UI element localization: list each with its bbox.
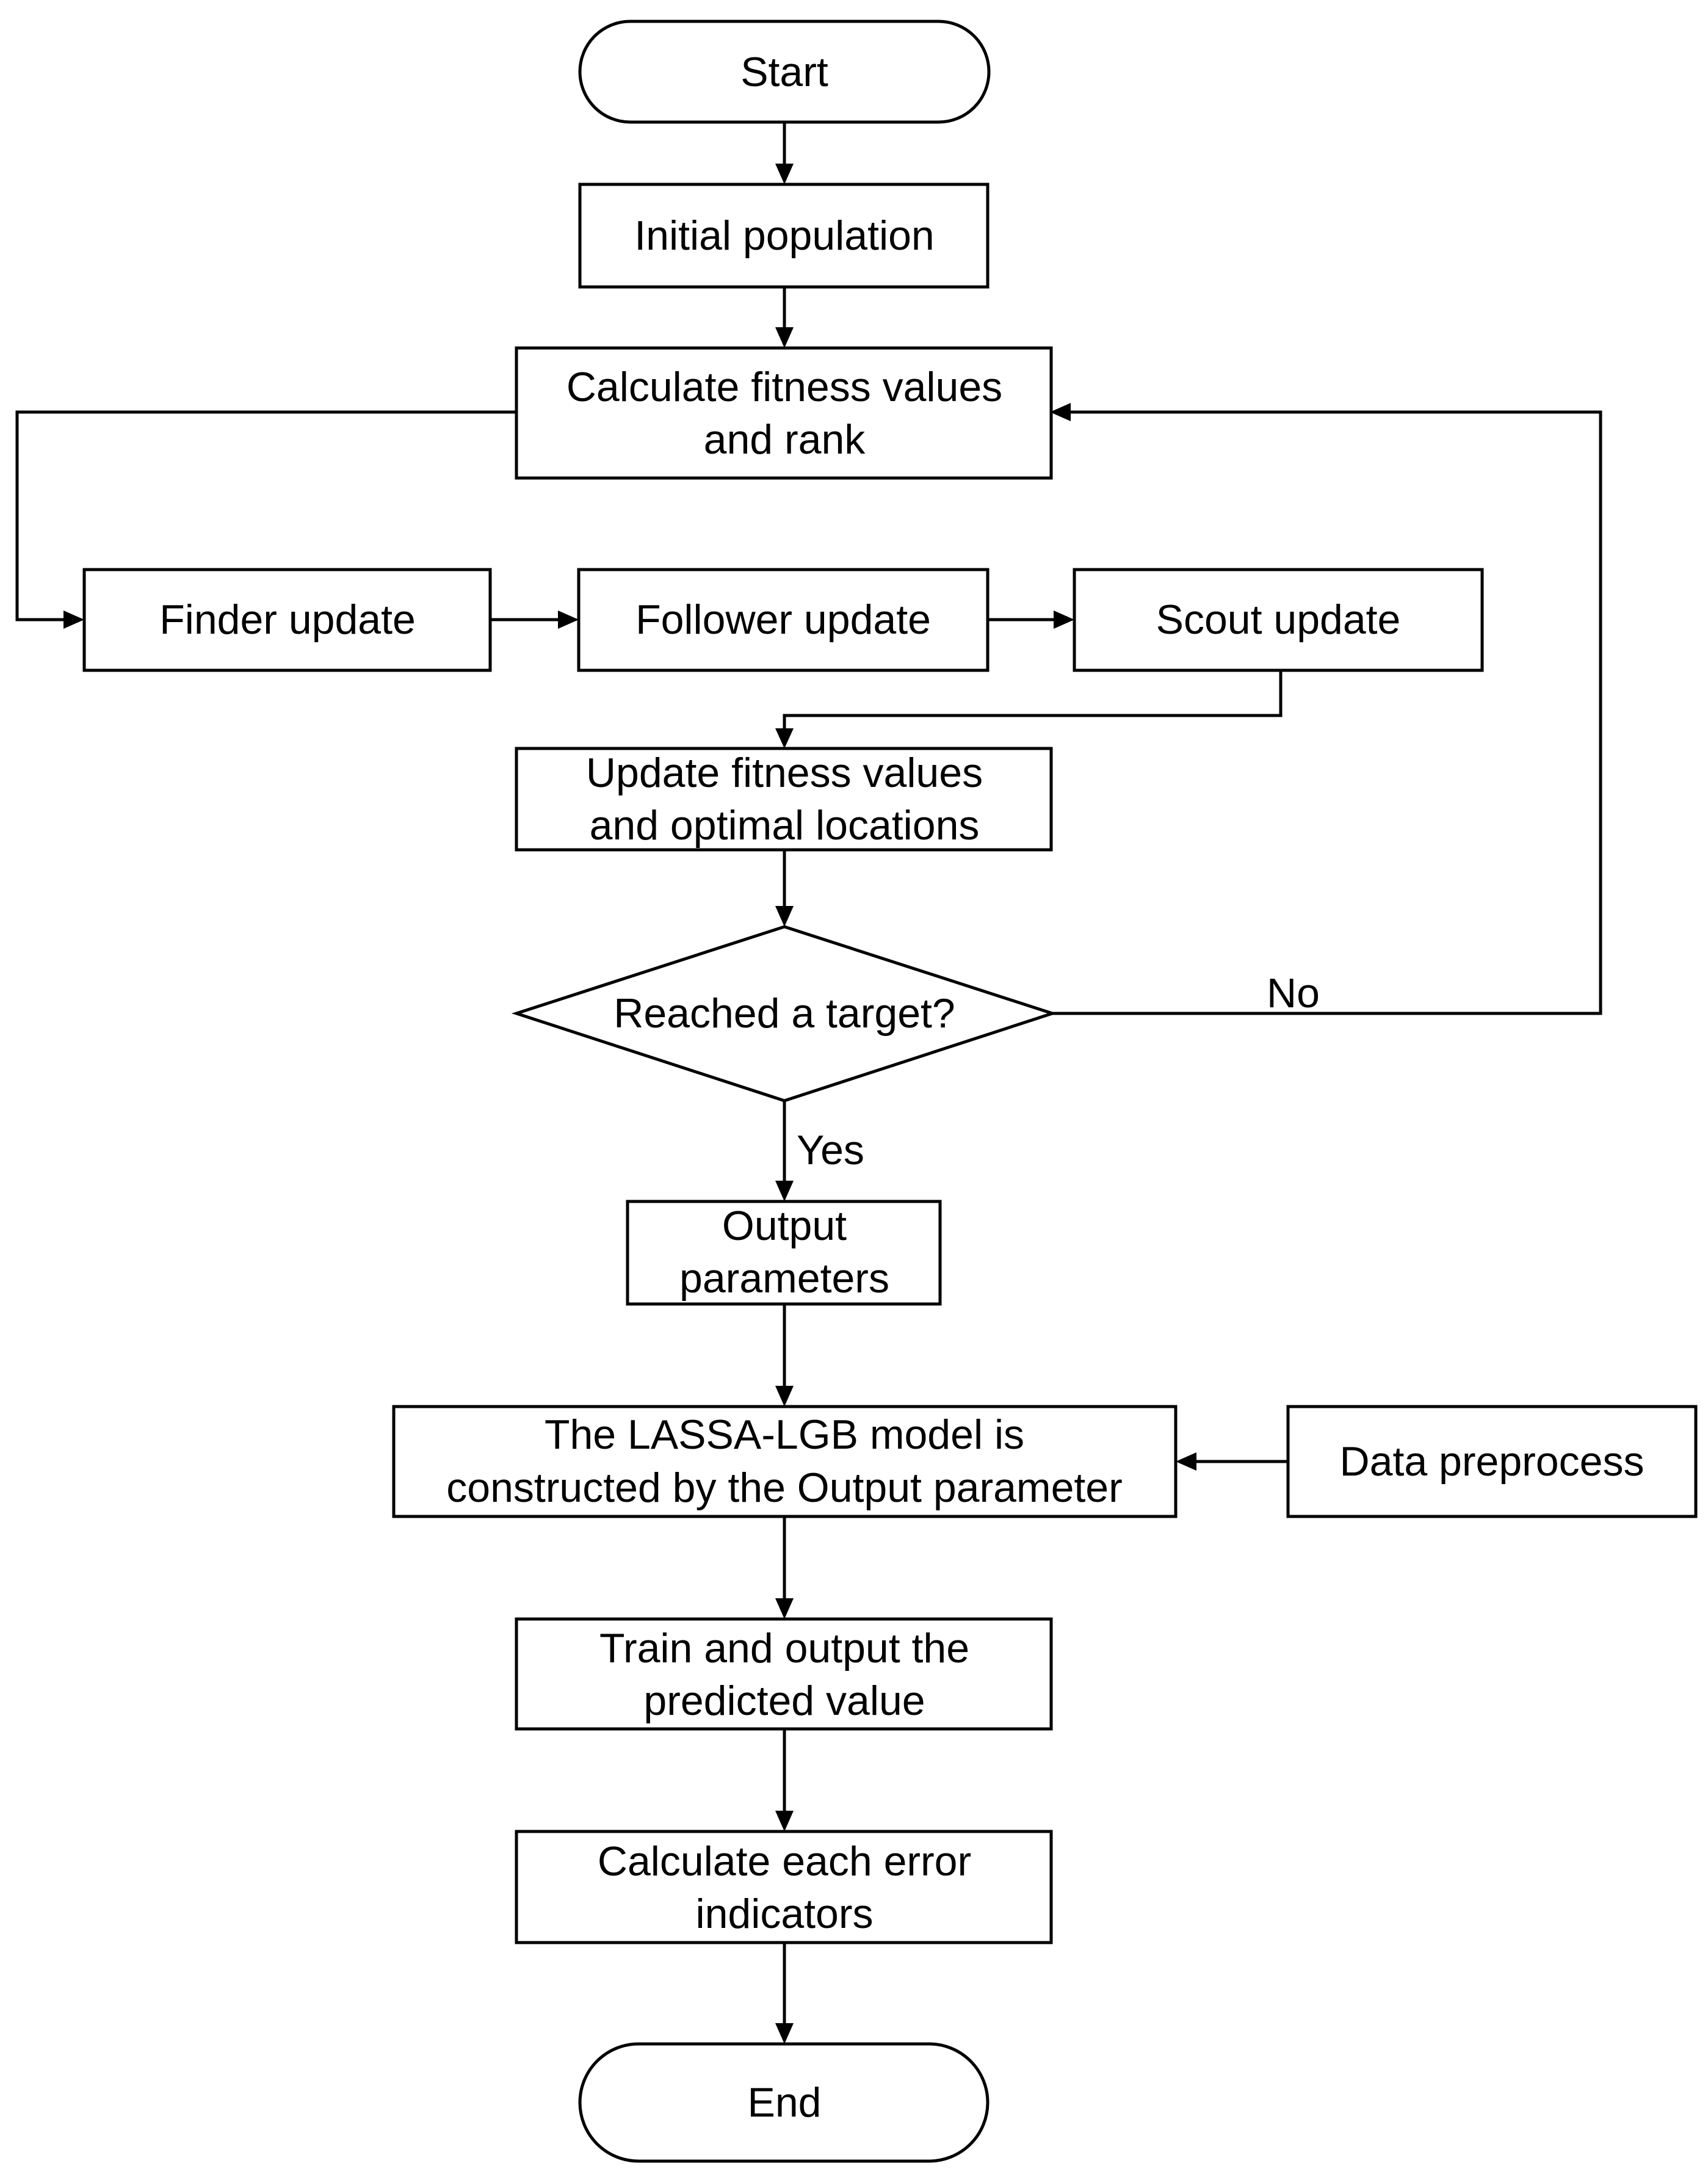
- edge-label-no: No: [1267, 970, 1320, 1016]
- node-calc-errors-line-1: Calculate each error: [598, 1838, 971, 1885]
- node-calc-errors-line-2: indicators: [695, 1891, 873, 1937]
- edge-finder-to-follower: [490, 610, 579, 629]
- node-update-fitness: Update fitness values and optimal locati…: [515, 747, 1053, 852]
- node-train-output: Train and output the predicted value: [515, 1617, 1053, 1731]
- edge-output-parameters-to-lassa-lgb: [775, 1304, 794, 1407]
- edge-decision-yes-to-output-parameters: [775, 1101, 794, 1201]
- node-end: End: [578, 2042, 990, 2163]
- node-calc-fitness-line-1: Calculate fitness values: [566, 364, 1002, 410]
- node-finder-update: Finder update: [82, 568, 492, 672]
- node-scout-update: Scout update: [1073, 568, 1484, 672]
- edge-initial-population-to-calc-fitness: [775, 287, 794, 348]
- node-calc-fitness-line-2: and rank: [704, 416, 866, 463]
- node-initial-population: Initial population: [578, 183, 990, 289]
- node-start: Start: [578, 20, 991, 124]
- node-finder-update-label: Finder update: [159, 596, 416, 643]
- edge-update-fitness-to-decision: [775, 850, 794, 927]
- node-update-fitness-line-2: and optimal locations: [590, 802, 980, 849]
- node-data-preprocess-label: Data preprocess: [1340, 1438, 1645, 1485]
- node-train-output-line-2: predicted value: [643, 1678, 925, 1724]
- node-update-fitness-line-1: Update fitness values: [586, 750, 983, 796]
- node-end-label: End: [748, 2079, 822, 2126]
- edge-scout-to-update-fitness: [775, 670, 1283, 748]
- edge-start-to-initial-population: [775, 122, 794, 184]
- node-lassa-lgb-model: The LASSA-LGB model is constructed by th…: [392, 1405, 1178, 1518]
- edge-label-yes: Yes: [797, 1127, 864, 1173]
- node-reached-target: Reached a target?: [511, 925, 1058, 1103]
- node-train-output-line-1: Train and output the: [599, 1625, 969, 1672]
- node-scout-update-label: Scout update: [1156, 596, 1401, 643]
- edge-data-preprocess-to-lassa-lgb: [1176, 1452, 1288, 1471]
- node-calc-errors: Calculate each error indicators: [515, 1830, 1053, 1944]
- node-data-preprocess: Data preprocess: [1286, 1405, 1698, 1518]
- node-follower-update-label: Follower update: [635, 596, 931, 643]
- edge-train-to-calc-errors: [775, 1729, 794, 1831]
- edge-lassa-lgb-to-train: [775, 1516, 794, 1619]
- node-reached-target-label: Reached a target?: [613, 990, 955, 1037]
- node-initial-population-label: Initial population: [634, 212, 934, 259]
- node-lassa-lgb-model-line-2: constructed by the Output parameter: [446, 1465, 1123, 1511]
- edge-follower-to-scout: [988, 610, 1074, 629]
- node-start-label: Start: [740, 49, 828, 95]
- node-follower-update: Follower update: [577, 568, 990, 672]
- edge-decision-no-to-calc-fitness: [1050, 403, 1602, 1015]
- edge-calc-fitness-to-finder-update: [15, 410, 516, 629]
- node-output-parameters: Output parameters: [626, 1200, 942, 1306]
- node-output-parameters-line-1: Output: [722, 1203, 847, 1249]
- node-calc-fitness: Calculate fitness values and rank: [515, 346, 1053, 480]
- node-output-parameters-line-2: parameters: [679, 1255, 889, 1302]
- connectors: [15, 122, 1602, 2044]
- node-lassa-lgb-model-line-1: The LASSA-LGB model is: [545, 1411, 1024, 1458]
- edge-calc-errors-to-end: [775, 1943, 794, 2044]
